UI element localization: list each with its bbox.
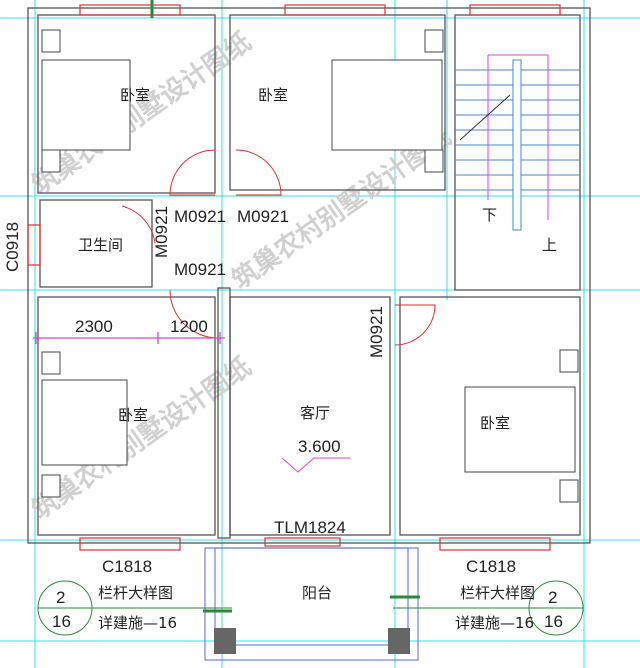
elevation-label: 3.600 <box>298 437 341 456</box>
room-label-bathroom: 卫生间 <box>78 236 123 254</box>
detail-sheet: 16 <box>544 612 563 631</box>
room-label-bedroom: 卧室 <box>118 406 148 424</box>
window-code: C1818 <box>466 557 516 576</box>
detail-title: 栏杆大样图 <box>460 584 535 602</box>
door-code: M0921 <box>367 306 386 358</box>
detail-number: 2 <box>548 588 557 607</box>
window-code: C1818 <box>102 557 152 576</box>
detail-title: 栏杆大样图 <box>98 584 173 602</box>
door-code: M0921 <box>174 207 226 226</box>
sliding-door-code: TLM1824 <box>274 518 346 537</box>
detail-callout-left[interactable]: 2 16 栏杆大样图 详建施—16 <box>37 580 232 636</box>
dimension-label: 1200 <box>170 317 208 336</box>
stair-down-label: 下 <box>482 206 497 224</box>
room-label-bedroom: 卧室 <box>258 86 288 104</box>
window-code: C0918 <box>3 222 22 272</box>
beds <box>41 29 579 503</box>
room-label-bedroom: 卧室 <box>480 414 510 432</box>
elevation-marker <box>281 457 350 473</box>
windows <box>27 4 561 551</box>
dimension-label: 2300 <box>75 317 113 336</box>
doors[interactable] <box>121 149 436 346</box>
room-label-balcony: 阳台 <box>302 584 332 602</box>
room-label-bedroom: 卧室 <box>120 86 150 104</box>
detail-sheet: 16 <box>52 612 71 631</box>
staircase[interactable] <box>455 54 580 231</box>
door-code: M0921 <box>237 207 289 226</box>
detail-callout-right[interactable]: 2 16 栏杆大样图 详建施—16 <box>393 580 584 636</box>
detail-ref: 详建施—16 <box>455 614 534 632</box>
detail-ref: 详建施—16 <box>98 614 177 632</box>
door-code: M0921 <box>174 260 226 279</box>
door-code: M0921 <box>152 206 171 258</box>
room-label-living-room: 客厅 <box>300 404 330 422</box>
stair-up-label: 上 <box>542 236 557 254</box>
balcony <box>203 547 420 661</box>
detail-number: 2 <box>56 588 65 607</box>
dimension-line <box>33 332 225 344</box>
